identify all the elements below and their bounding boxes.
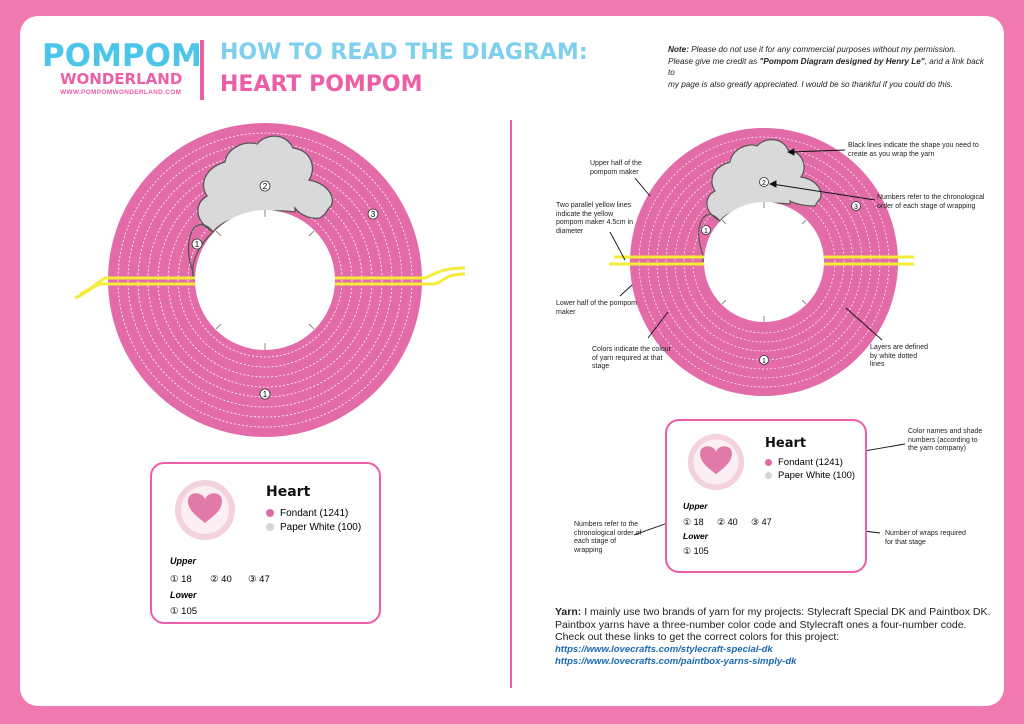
yellow-lines: [609, 255, 914, 266]
color-name-1: Fondant (1241): [778, 457, 843, 468]
swatch-white: [765, 471, 772, 479]
label-lower-1: 1: [762, 358, 766, 365]
link-paintbox[interactable]: https://www.lovecrafts.com/paintbox-yarn…: [555, 656, 797, 667]
vertical-divider: [510, 120, 512, 688]
legend-box-right: Heart Fondant (1241) Paper White (100) U…: [665, 419, 867, 573]
annotation-color-names: Color names and shade numbers (according…: [908, 428, 983, 452]
color-name-2: Paper White (100): [778, 470, 856, 481]
link-stylecraft[interactable]: https://www.lovecrafts.com/stylecraft-sp…: [555, 643, 773, 655]
logo-pompom: POMPOM: [42, 38, 202, 74]
annotation-black-lines: Black lines indicate the shape you need …: [848, 142, 979, 158]
shape-line-2: [187, 223, 214, 280]
upper-label: Upper: [170, 556, 197, 566]
lower-label: Lower: [170, 590, 197, 600]
label-lower-1: 1: [263, 390, 268, 399]
annotation-wraps: Number of wraps required for that stage: [885, 530, 966, 546]
note-credit: "Pompom Diagram designed by Henry Le": [759, 56, 925, 66]
label-upper-2: 2: [762, 180, 766, 187]
upper-label: Upper: [683, 501, 708, 511]
page-subtitle: HEART POMPOM: [220, 72, 423, 97]
copyright-note: Note: Please do not use it for any comme…: [668, 44, 988, 90]
note-text2: Please give me credit as: [668, 56, 758, 66]
section-numbers: 2 1 3 1: [701, 177, 861, 365]
legend-title: Heart: [266, 484, 311, 500]
center-hole: [195, 210, 335, 350]
annotation-numbers-order: Numbers refer to the chronological order…: [877, 194, 985, 210]
upper-count-1: ① 18: [170, 574, 192, 585]
section-numbers: 2 1 3 1: [191, 180, 379, 400]
note-label: Note:: [668, 45, 689, 54]
note-text1: Please do not use it for any commercial …: [691, 45, 957, 54]
logo-url[interactable]: WWW.POMPOMWONDERLAND.COM: [60, 89, 182, 96]
legend-color-1: Fondant (1241): [765, 457, 843, 468]
page-title: HOW TO READ THE DIAGRAM:: [220, 40, 588, 65]
lower-count-1: ① 105: [170, 606, 198, 617]
upper-count-2: ② 40: [210, 574, 232, 585]
upper-count-3: ③ 47: [248, 574, 270, 585]
annotation-numbers-order-2: Numbers refer to the chronological order…: [574, 521, 642, 554]
legend-title: Heart: [765, 436, 807, 451]
label-upper-1: 1: [195, 240, 200, 249]
note-text3: , and a link back to: [668, 56, 984, 78]
annotation-upper-half: Upper half of the pompom maker: [590, 160, 642, 176]
logo-wonderland: WONDERLAND: [60, 70, 183, 88]
pompom-diagram-left: 2 1 3 1: [74, 123, 466, 437]
label-upper-2: 2: [263, 182, 268, 191]
label-upper-1: 1: [704, 228, 708, 235]
legend-box-left: Heart Fondant (1241) Paper White (100) U…: [150, 462, 381, 624]
swatch-fondant: [765, 458, 772, 466]
upper-count-2: ② 40: [717, 517, 738, 527]
annotation-lower-half: Lower half of the pompom maker: [556, 300, 637, 316]
swatch-white: [266, 523, 274, 532]
center-hole: [704, 202, 824, 322]
yarn-text: I mainly use two brands of yarn for my p…: [555, 606, 991, 643]
yarn-label: Yarn:: [555, 606, 582, 618]
annotation-colors: Colors indicate the colour of yarn requi…: [592, 346, 671, 370]
color-name-1: Fondant (1241): [280, 508, 349, 519]
shape-line: [698, 214, 721, 262]
tick-marks: [721, 202, 807, 322]
annotation-layers: Layers are defined by white dotted lines: [870, 344, 928, 368]
label-upper-3: 3: [371, 210, 376, 219]
tick-marks: [215, 210, 315, 350]
legend-color-2: Paper White (100): [266, 522, 361, 533]
yarn-info: Yarn: I mainly use two brands of yarn fo…: [555, 606, 995, 669]
annotation-yellow-lines: Two parallel yellow lines indicate the y…: [556, 202, 634, 235]
upper-count-3: ③ 47: [751, 517, 772, 527]
pompom-photo: [175, 480, 235, 540]
color-name-2: Paper White (100): [280, 522, 362, 533]
yellow-lines: [74, 266, 466, 300]
label-upper-3: 3: [854, 204, 858, 211]
note-text4: my page is also greatly appreciated. I w…: [668, 79, 953, 89]
lower-count-1: ① 105: [683, 546, 709, 556]
swatch-fondant: [266, 509, 274, 518]
header-divider: [200, 40, 204, 100]
pompom-photo: [687, 433, 745, 491]
legend-color-2: Paper White (100): [765, 470, 855, 481]
upper-count-1: ① 18: [683, 517, 704, 527]
lower-label: Lower: [683, 531, 709, 541]
legend-color-1: Fondant (1241): [266, 508, 348, 519]
